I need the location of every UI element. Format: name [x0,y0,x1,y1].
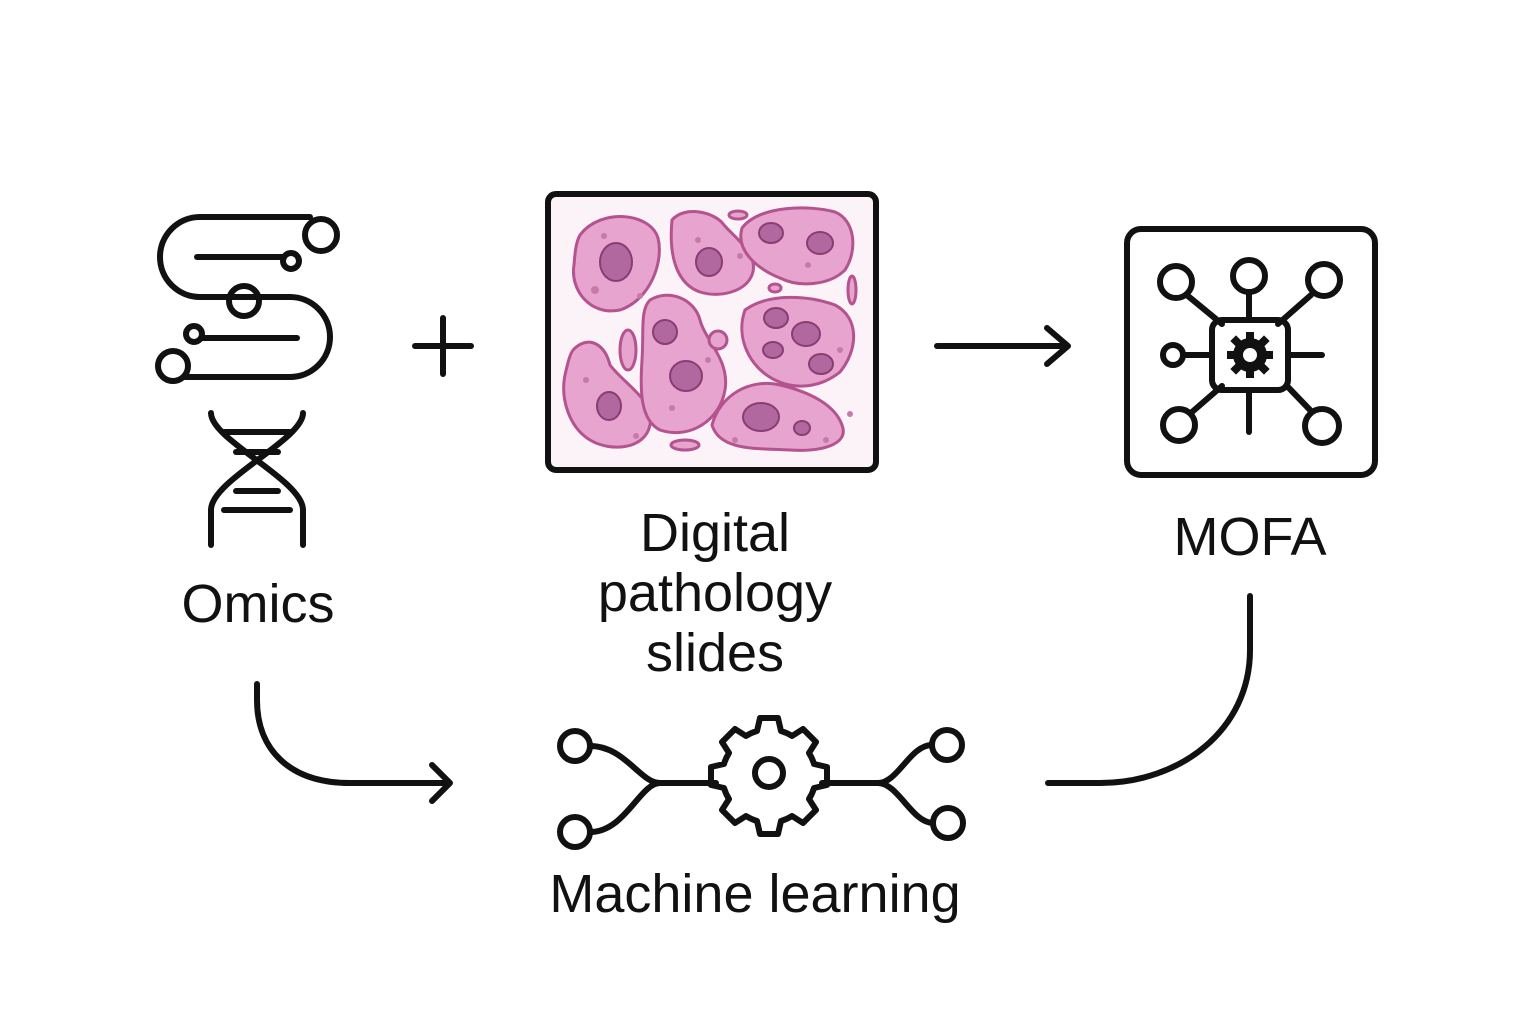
pathology-label-line-3: slides [645,623,785,683]
network-chip-icon [1124,226,1378,478]
pathology-label-line-1: Digital [639,503,791,563]
plus-icon [412,315,474,377]
mofa-label: MOFA [1110,507,1390,567]
machine-learning-label-text: Machine learning [549,864,961,924]
arrow-to-mofa [934,325,1071,367]
gear-icon [708,715,830,837]
cell-nuclei [596,222,834,436]
machine-learning-label: Machine learning [470,864,1040,924]
pathology-label: Digital pathology slides [540,503,890,683]
gear-icon [1227,332,1273,378]
gear-network-icon [557,715,966,850]
omics-label: Omics [140,574,376,634]
omics-label-text: Omics [181,574,335,634]
tissue-specks [583,233,853,443]
tissue-slide-icon [545,191,879,473]
dna-helix-icon [208,410,306,548]
connector-mofa-to-ml [1045,593,1253,786]
mofa-label-text: MOFA [1173,507,1327,567]
arrow-omics-to-ml [254,681,453,804]
circuit-strand-icon [155,214,340,384]
pathology-label-line-2: pathology [597,563,833,623]
